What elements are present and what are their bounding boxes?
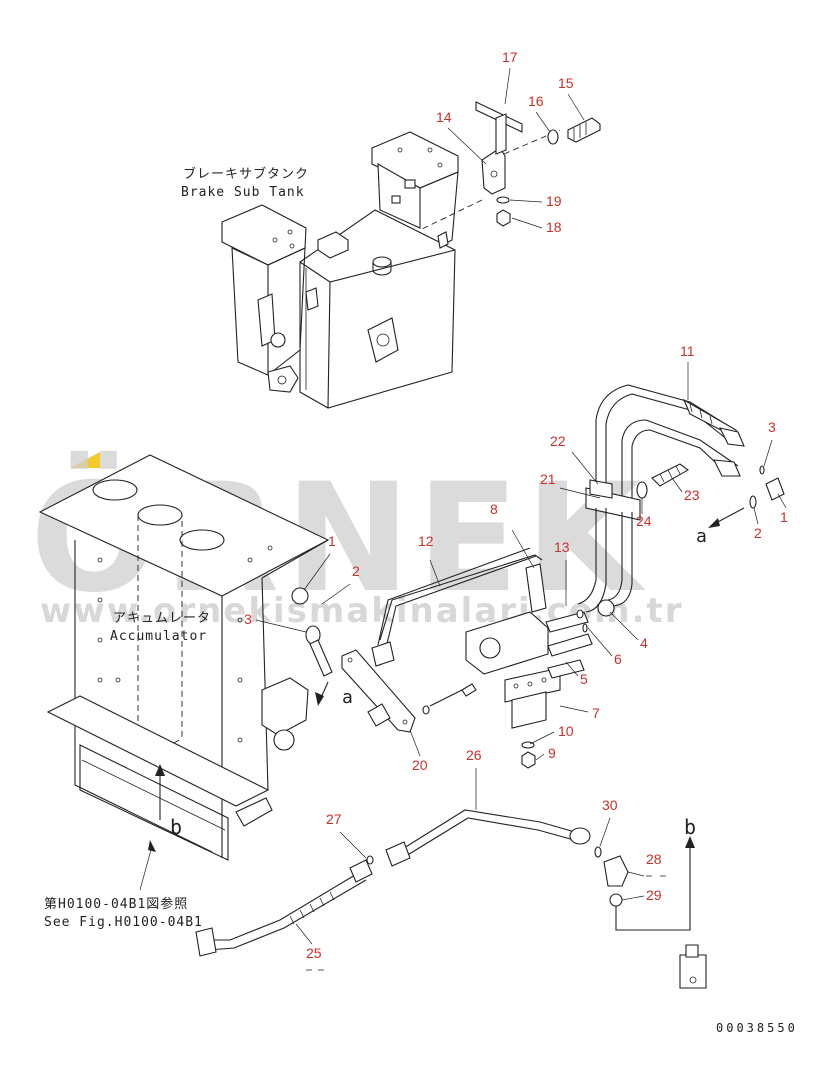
- clamp-21-22: [585, 463, 689, 521]
- fittings-3-1-2-right: [576, 465, 785, 633]
- brake-sub-tank-label-en: Brake Sub Tank: [181, 185, 305, 200]
- part-number-27: 27: [326, 811, 342, 827]
- part-number-13: 13: [554, 539, 570, 555]
- part-number-4: 4: [640, 635, 648, 651]
- part-callouts: 17 15 16 14 19 18 11 3 22 21 23 24 1 2 8…: [244, 49, 788, 971]
- elbow-28-plug-29: b: [594, 815, 707, 989]
- frame-holes: [97, 545, 273, 743]
- part-number-26: 26: [466, 747, 482, 763]
- brake-tank-fittings: [419, 101, 601, 231]
- pipe-12: [371, 547, 543, 667]
- watermark-accent-triangle: [70, 452, 100, 468]
- see-fig-label-jp: 第H0100-04B1図参照: [44, 896, 188, 912]
- part-number-30: 30: [602, 797, 618, 813]
- view-a-arrow-right: a: [696, 507, 745, 547]
- hose-25: [195, 859, 373, 957]
- part-number-8: 8: [490, 501, 498, 517]
- view-a-label-right: a: [696, 526, 708, 547]
- part-number-16: 16: [528, 93, 544, 109]
- bracket-20: [341, 649, 477, 733]
- part-number-29: 29: [646, 887, 662, 903]
- drawing-number: 00038550: [716, 1021, 798, 1035]
- part-number-2a: 2: [352, 563, 360, 579]
- view-a-label-left: a: [342, 687, 354, 708]
- brake-sub-tank-assembly: [221, 131, 459, 409]
- part-number-10: 10: [558, 723, 574, 739]
- part-number-1a: 1: [328, 533, 336, 549]
- view-a-arrow-left: a: [315, 681, 354, 708]
- part-number-3b: 3: [768, 419, 776, 435]
- valve-block-10: [465, 611, 593, 769]
- view-b-label-right: b: [684, 815, 697, 839]
- part-number-17: 17: [502, 49, 518, 65]
- part-number-24: 24: [636, 513, 652, 529]
- part-number-11: 11: [680, 343, 695, 359]
- part-number-5: 5: [580, 671, 588, 687]
- part-number-6: 6: [614, 651, 622, 667]
- part-number-20: 20: [412, 757, 428, 773]
- view-b-arrow-left: b: [155, 764, 183, 839]
- pipe-11: [595, 384, 745, 508]
- part-number-3a: 3: [244, 611, 252, 627]
- part-number-12: 12: [418, 533, 434, 549]
- part-number-15: 15: [558, 75, 574, 91]
- part-number-2b: 2: [754, 525, 762, 541]
- part-number-21: 21: [540, 471, 556, 487]
- part-number-25: 25: [306, 945, 322, 961]
- part-number-7: 7: [592, 705, 600, 721]
- accumulator-label-jp: アキュムレータ: [113, 611, 211, 626]
- see-fig-label-en: See Fig.H0100-04B1: [44, 915, 203, 930]
- pipe-8: [525, 508, 633, 617]
- part-number-28: 28: [646, 851, 662, 867]
- part-number-22: 22: [550, 433, 566, 449]
- brake-sub-tank-label-jp: ブレーキサブタンク: [183, 166, 309, 182]
- part-number-19: 19: [546, 193, 562, 209]
- hydraulic-tank-frame: [38, 454, 333, 861]
- part-number-14: 14: [436, 109, 452, 125]
- part-number-9: 9: [548, 745, 556, 761]
- hose-26: [366, 809, 591, 867]
- view-b-label-left: b: [170, 815, 183, 839]
- part-number-1b: 1: [780, 509, 788, 525]
- part-number-18: 18: [546, 219, 562, 235]
- accumulator-label-en: Accumulator: [110, 629, 207, 644]
- part-number-23: 23: [684, 487, 700, 503]
